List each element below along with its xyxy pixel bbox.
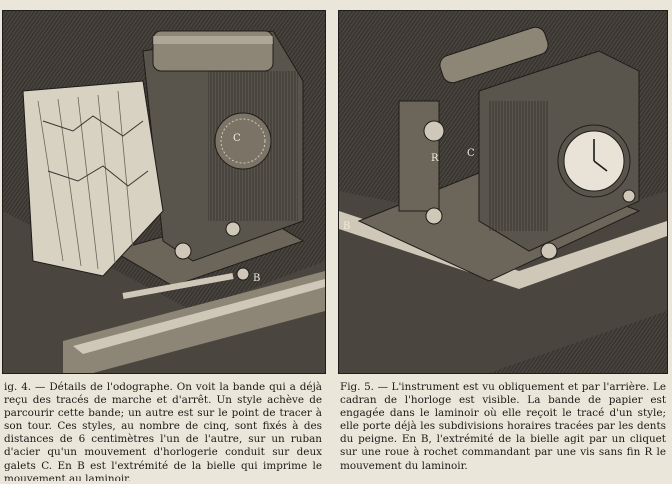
figure-4-engraving: B C (2, 10, 326, 374)
label-c-fig4: C (233, 133, 241, 144)
figure-4-caption: ig. 4. — Détails de l'odographe. On voit… (4, 381, 322, 481)
figure-5-engraving: R C B (338, 10, 668, 374)
instrument-rear-engraving-illustration: R C B (339, 11, 667, 373)
label-b-fig5: B (343, 221, 350, 232)
label-b-fig4: B (253, 273, 260, 284)
label-c-fig5: C (467, 148, 475, 159)
label-r-fig5: R (431, 153, 439, 164)
figure-5-caption: Fig. 5. — L'instrument est vu obliquemen… (340, 381, 666, 472)
odograph-engraving-illustration: B C (3, 11, 325, 373)
